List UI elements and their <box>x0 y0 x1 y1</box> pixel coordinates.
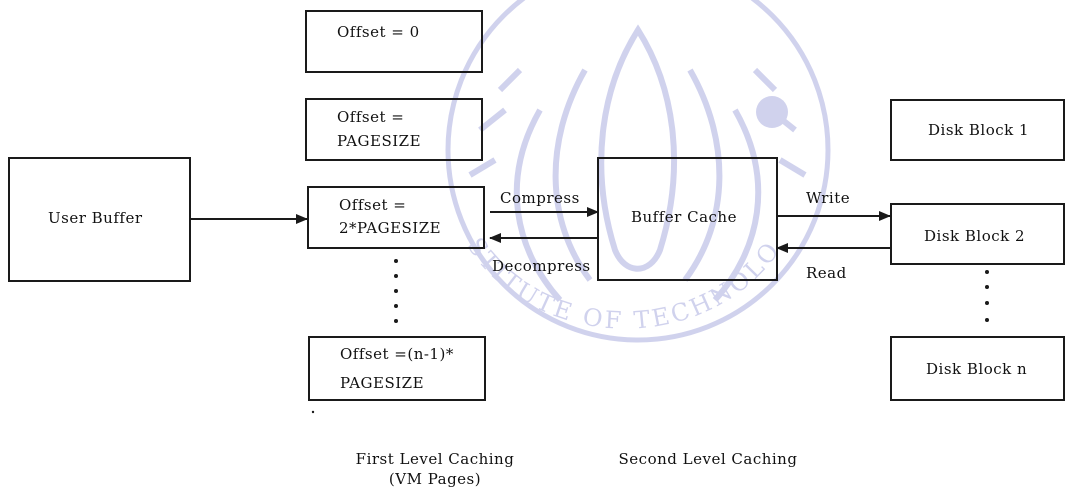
write-label: Write <box>806 189 851 207</box>
disk-block-ellipsis <box>985 270 989 322</box>
page-box-line2: PAGESIZE <box>337 132 422 150</box>
page-box-line1: Offset = <box>337 108 405 126</box>
buffer-cache-box: Buffer Cache <box>597 157 778 281</box>
disk-block-1-box: Disk Block 1 <box>890 99 1065 161</box>
page-box-offset-pagesize: Offset = PAGESIZE <box>305 98 483 161</box>
user-buffer-label: User Buffer <box>48 209 143 227</box>
first-level-caption: First Level Caching (VM Pages) <box>325 449 545 489</box>
page-box-offset-2-pagesize: Offset = 2*PAGESIZE <box>307 186 485 249</box>
first-level-ellipsis <box>394 259 398 323</box>
stray-dot <box>311 410 315 414</box>
disk-block-n-box: Disk Block n <box>890 336 1065 401</box>
first-level-caption-line1: First Level Caching <box>355 450 515 468</box>
page-box-line2: PAGESIZE <box>340 374 425 392</box>
compress-label: Compress <box>500 189 580 207</box>
page-box-line1: Offset = <box>339 196 407 214</box>
page-box-line1: Offset = 0 <box>337 23 420 41</box>
disk-block-2-box: Disk Block 2 <box>890 203 1065 265</box>
disk-block-label: Disk Block n <box>926 360 1028 378</box>
disk-block-label: Disk Block 1 <box>928 121 1030 139</box>
buffer-cache-label: Buffer Cache <box>631 208 737 226</box>
second-level-caption: Second Level Caching <box>618 450 798 468</box>
page-box-offset-n-minus-1: Offset =(n-1)* PAGESIZE <box>308 336 486 401</box>
decompress-label: Decompress <box>492 257 591 275</box>
read-label: Read <box>806 264 847 282</box>
page-box-offset-0: Offset = 0 <box>305 10 483 73</box>
disk-block-label: Disk Block 2 <box>924 227 1026 245</box>
user-buffer-box: User Buffer <box>8 157 191 282</box>
first-level-caption-line2: (VM Pages) <box>388 470 482 488</box>
page-box-line1: Offset =(n-1)* <box>340 345 454 363</box>
page-box-line2: 2*PAGESIZE <box>339 219 442 237</box>
